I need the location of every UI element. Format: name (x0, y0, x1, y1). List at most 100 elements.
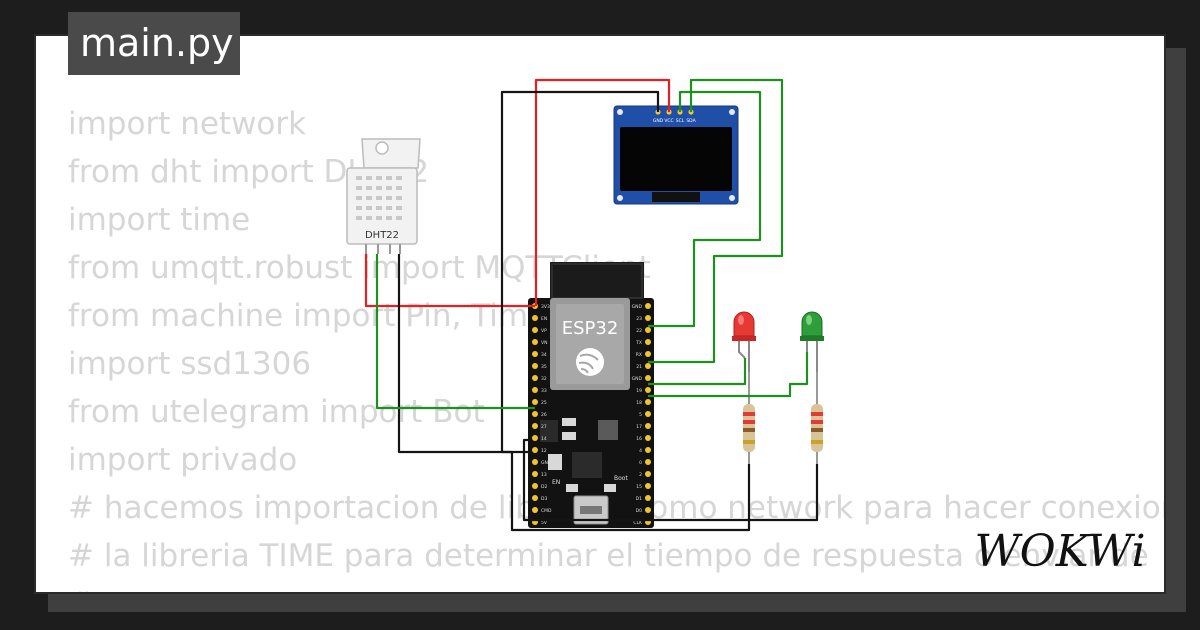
wires (364, 78, 819, 532)
esp32-pin-label: 19 (636, 388, 642, 394)
esp32-pin-label: CLK (633, 520, 643, 526)
esp32-pin-label: 12 (541, 448, 547, 454)
esp32-pin-right-11[interactable] (645, 435, 651, 441)
esp32-pin-left-16[interactable] (532, 495, 538, 501)
wire-dht-vcc (364, 254, 535, 308)
esp32-pin-right-6[interactable] (645, 375, 651, 381)
esp32-pin-right-13[interactable] (645, 459, 651, 465)
esp32-pin-right-8[interactable] (645, 399, 651, 405)
resistor-2[interactable] (811, 372, 823, 464)
esp32-pin-right-4[interactable] (645, 351, 651, 357)
esp32-pin-label: 23 (636, 316, 642, 322)
esp32-pin-left-4[interactable] (532, 351, 538, 357)
resistor-1[interactable] (743, 372, 755, 464)
oled-pin-sda: SDA (686, 118, 696, 124)
esp32-pin-label: 33 (541, 388, 547, 394)
code-line: # la libreria TIME para determinar el ti… (68, 538, 1149, 574)
oled-pin-vcc: VCC (664, 118, 673, 124)
code-line: # ... (68, 580, 1164, 592)
esp32-pin-right-2[interactable] (645, 327, 651, 333)
esp32-pin-label: 3V3 (541, 304, 550, 310)
esp32-pin-label: 0 (639, 460, 642, 466)
esp32-pin-left-6[interactable] (532, 375, 538, 381)
esp32-pin-left-15[interactable] (532, 483, 538, 489)
esp32-pin-label: 35 (541, 364, 547, 370)
esp32-pin-label: TX (635, 340, 642, 346)
esp32-pin-left-2[interactable] (532, 327, 538, 333)
code-line: from machine import Pin, Timer (68, 298, 560, 334)
esp32-pin-label: 26 (541, 412, 547, 418)
esp32-pin-left-11[interactable] (532, 435, 538, 441)
wire-oled-scl (648, 90, 762, 328)
esp32-pin-label: GND (541, 460, 552, 466)
esp32-pin-label: 5 (639, 412, 642, 418)
esp32-pin-left-14[interactable] (532, 471, 538, 477)
esp32-pin-right-1[interactable] (645, 315, 651, 321)
esp32-pin-label: 32 (541, 376, 547, 382)
code-line: import network (68, 106, 307, 142)
green-led[interactable] (800, 311, 824, 372)
dht22-sensor[interactable]: DHT22 (346, 138, 421, 254)
esp32-pin-left-13[interactable] (532, 459, 538, 465)
esp32-pin-label: 2 (639, 472, 642, 478)
esp32-pin-right-10[interactable] (645, 423, 651, 429)
esp32-pin-left-10[interactable] (532, 423, 538, 429)
espressif-logo-icon (576, 348, 604, 376)
esp32-pin-label: D1 (636, 496, 642, 502)
esp32-pin-label: EN (541, 316, 547, 322)
wire-green-led (648, 352, 809, 398)
wire-oled-sda (648, 78, 784, 364)
esp32-pin-right-17[interactable] (645, 507, 651, 513)
code-line: import ssd1306 (68, 346, 312, 382)
esp32-pin-label: GND (632, 376, 643, 382)
esp32-pin-left-8[interactable] (532, 399, 538, 405)
code-line: from utelegram import Bot (68, 394, 485, 430)
esp32-pin-label: RX (636, 352, 642, 358)
esp32-pin-left-5[interactable] (532, 363, 538, 369)
file-title: main.py (68, 12, 240, 75)
esp32-pin-label: VN (541, 340, 547, 346)
esp32-pin-label: 13 (541, 472, 547, 478)
esp32-pin-label: D2 (541, 484, 547, 490)
esp32-pin-label: D3 (541, 496, 547, 502)
esp32-pin-left-3[interactable] (532, 339, 538, 345)
code-line: import privado (68, 442, 298, 478)
esp32-pin-left-9[interactable] (532, 411, 538, 417)
esp32-left-header: 3V3ENVPVN343532332526271412GND13D2D3CMD5… (532, 303, 552, 526)
esp32-pin-left-17[interactable] (532, 507, 538, 513)
esp32-pin-label: VP (541, 328, 547, 334)
esp32-pin-right-16[interactable] (645, 495, 651, 501)
dht22-label: DHT22 (365, 230, 399, 241)
code-line: import time (68, 202, 251, 238)
esp32-pin-right-7[interactable] (645, 387, 651, 393)
esp32-board[interactable]: ESP32 Boot EN 3V3ENVPVN34353233252627141… (528, 262, 654, 528)
esp32-pin-right-0[interactable] (645, 303, 651, 309)
esp32-pin-right-14[interactable] (645, 471, 651, 477)
esp32-pin-left-1[interactable] (532, 315, 538, 321)
wire-dht-gnd (397, 254, 530, 454)
wire-oled-vcc (534, 78, 671, 306)
esp32-pin-label: 22 (636, 328, 642, 334)
esp32-pin-right-12[interactable] (645, 447, 651, 453)
esp32-pin-right-5[interactable] (645, 363, 651, 369)
esp32-pin-label: 27 (541, 424, 547, 430)
esp32-pin-right-9[interactable] (645, 411, 651, 417)
esp32-pin-left-7[interactable] (532, 387, 538, 393)
esp32-pin-label: CMD (541, 508, 552, 514)
esp32-pin-right-3[interactable] (645, 339, 651, 345)
esp32-pin-right-15[interactable] (645, 483, 651, 489)
wire-red-led (648, 358, 747, 386)
esp32-pin-label: D0 (636, 508, 642, 514)
red-led[interactable] (732, 311, 756, 372)
wire-dht-data (375, 254, 535, 410)
oled-pin-scl: SCL (676, 118, 685, 124)
boot-label: Boot (614, 475, 628, 482)
oled-pin-gnd: GND (653, 118, 664, 124)
oled-display[interactable]: GND VCC SCL SDA (613, 105, 739, 205)
esp32-pin-left-12[interactable] (532, 447, 538, 453)
esp32-pin-label: 5V (541, 520, 548, 526)
esp32-pin-label: 15 (636, 484, 642, 490)
en-label: EN (552, 479, 560, 486)
